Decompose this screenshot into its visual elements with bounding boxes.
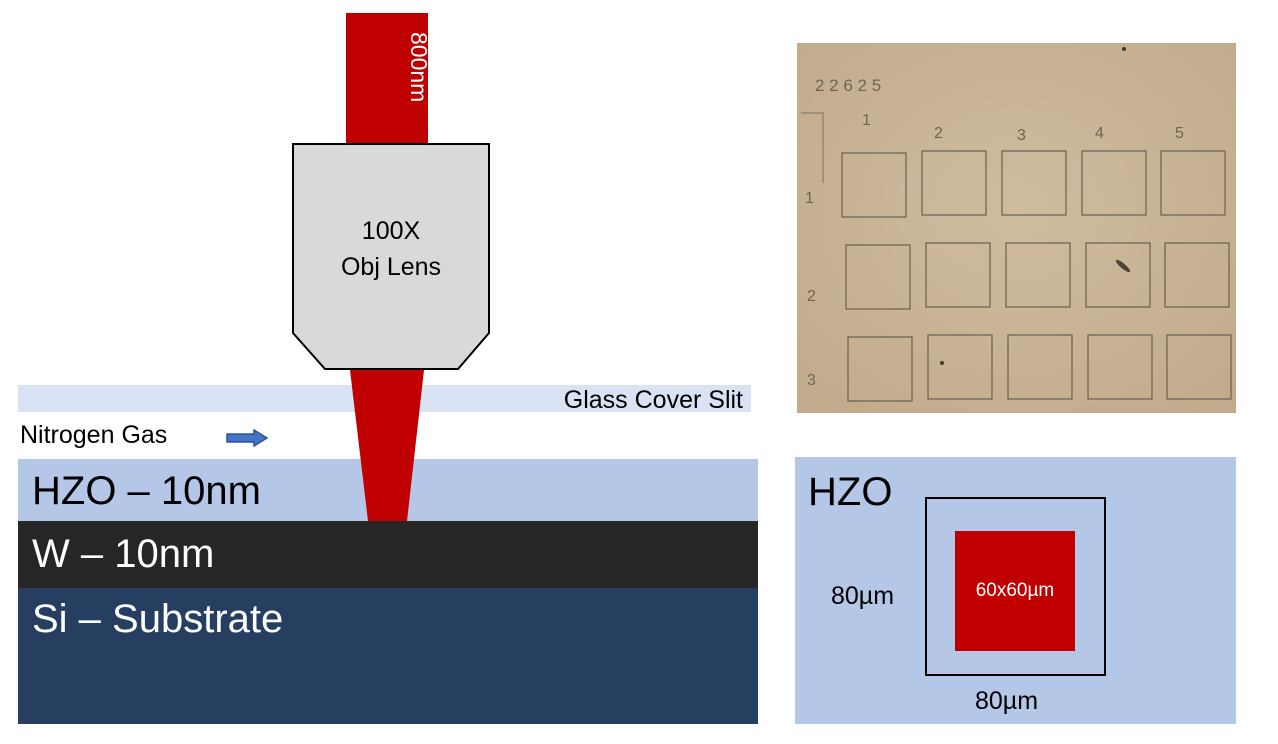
micrograph-row-1: 1	[805, 190, 814, 207]
si-layer-label: Si – Substrate	[32, 597, 284, 641]
pattern-squares-grid	[841, 150, 1232, 402]
outer-width-label: 80µm	[975, 687, 1039, 715]
w-layer-label: W – 10nm	[32, 532, 215, 576]
pattern-square	[1166, 334, 1232, 400]
pattern-square	[1081, 150, 1147, 216]
objective-line1: 100X	[361, 217, 421, 245]
micrograph-col-1: 1	[862, 112, 871, 129]
laser-beam-top	[346, 13, 428, 146]
gas-flow-arrow-icon	[226, 429, 268, 447]
hzo-pattern-panel: HZO 60x60µm 80µm 80µm	[795, 457, 1236, 724]
pattern-square	[1164, 242, 1230, 308]
pattern-square	[1087, 334, 1153, 400]
outer-height-label: 80µm	[831, 582, 895, 610]
micrograph-col-3: 3	[1017, 127, 1026, 144]
inner-square-label: 60x60µm	[975, 580, 1055, 601]
wavelength-label: 800nm	[406, 31, 432, 103]
micrograph-col-2: 2	[934, 125, 943, 142]
outer-square	[925, 497, 1106, 676]
pattern-square	[841, 152, 907, 218]
glass-cover-label: Glass Cover Slit	[563, 386, 743, 414]
pattern-square	[1085, 242, 1151, 308]
pattern-square	[1001, 150, 1067, 216]
pattern-square	[925, 242, 991, 308]
micrograph-header: 2 2 6 2 5	[815, 76, 881, 95]
objective-line2: Obj Lens	[340, 253, 442, 281]
w-layer: W – 10nm	[18, 521, 758, 588]
micrograph-row-3: 3	[807, 372, 816, 389]
pattern-square	[847, 336, 913, 402]
micrograph-col-4: 4	[1095, 125, 1104, 142]
hzo-pattern-title: HZO	[808, 470, 893, 514]
hzo-layer: HZO – 10nm	[18, 459, 758, 521]
si-substrate-layer: Si – Substrate	[18, 588, 758, 724]
objective-lens-label: 100X Obj Lens	[294, 213, 488, 293]
nitrogen-gas-label: Nitrogen Gas	[20, 421, 168, 449]
pattern-square	[1005, 242, 1071, 308]
pattern-square	[1007, 334, 1073, 400]
hzo-layer-label: HZO – 10nm	[32, 469, 261, 513]
pattern-square	[1160, 150, 1226, 216]
pattern-square	[845, 244, 911, 310]
microscope-image: 2 2 6 2 5 1 2 3 4 5 1 2 3	[797, 43, 1236, 413]
laser-exposed-square: 60x60µm	[955, 531, 1075, 651]
micrograph-col-5: 5	[1175, 125, 1184, 142]
micrograph-row-2: 2	[807, 288, 816, 305]
pattern-square	[921, 150, 987, 216]
pattern-square	[927, 334, 993, 400]
